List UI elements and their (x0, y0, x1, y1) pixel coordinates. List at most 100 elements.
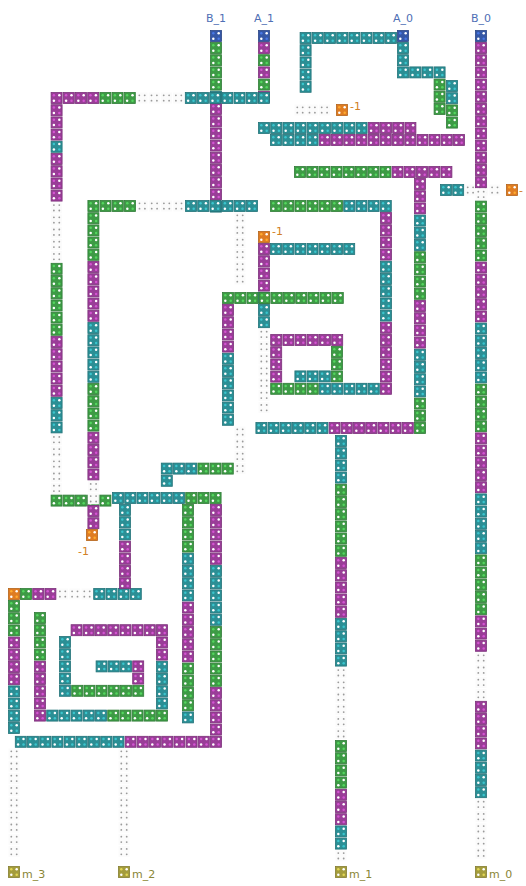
qca-cell (88, 506, 99, 517)
cell-dot (224, 355, 227, 358)
cell-dot (260, 409, 262, 411)
cell-dot (163, 477, 166, 480)
cell-dot (58, 148, 61, 151)
cell-square (51, 227, 62, 238)
cell-square (415, 276, 426, 287)
cell-dot (382, 373, 385, 376)
cell-square (283, 244, 294, 255)
cell-dot (382, 385, 385, 388)
cell-dot (58, 160, 61, 163)
cell-dot (90, 488, 92, 490)
cell-square (307, 123, 318, 134)
cell-square (381, 347, 392, 358)
cell-dot (362, 173, 365, 176)
cell-dot (363, 34, 366, 37)
cell-dot (168, 477, 171, 480)
cell-dot (326, 336, 329, 339)
cell-square (235, 451, 246, 462)
qca-cell (398, 43, 409, 54)
cell-dot (126, 494, 129, 497)
qca-cell (211, 152, 222, 163)
cell-dot (89, 287, 92, 290)
cell-dot (236, 465, 238, 467)
cell-square (381, 213, 392, 224)
cell-square (259, 293, 270, 304)
cell-dot (53, 204, 55, 206)
cell-dot (387, 293, 390, 296)
cell-dot (411, 173, 414, 176)
cell-dot (199, 207, 202, 210)
cell-dot (326, 385, 329, 388)
qca-cell (125, 493, 136, 504)
cell-dot (58, 411, 61, 414)
cell-dot (348, 429, 351, 432)
qca-cell (235, 427, 246, 438)
cell-dot (387, 263, 390, 266)
cell-dot (260, 49, 263, 52)
cell-dot (265, 324, 268, 327)
cell-square (174, 463, 185, 474)
qca-cell (295, 105, 306, 116)
cell-dot (236, 251, 238, 253)
cell-dot (343, 424, 346, 427)
cell-dot (266, 380, 268, 382)
qca-cell (295, 244, 306, 255)
cell-dot (89, 451, 92, 454)
cell-dot (205, 465, 208, 468)
cell-dot (385, 429, 388, 432)
cell-dot (382, 251, 385, 254)
cell-dot (58, 258, 60, 260)
cell-dot (260, 336, 262, 338)
qca-cell (211, 201, 222, 212)
cell-square (381, 310, 392, 321)
cell-dot (382, 214, 385, 217)
cell-square (295, 135, 306, 146)
cell-dot (416, 229, 419, 232)
cell-dot (260, 397, 262, 399)
cell-dot (442, 173, 445, 176)
cell-dot (151, 208, 153, 210)
qca-cell (381, 335, 392, 346)
cell-square (211, 152, 222, 163)
qca-cell (415, 227, 426, 238)
cell-dot (95, 458, 98, 461)
cell-dot (138, 94, 140, 96)
cell-dot (416, 424, 419, 427)
cell-dot (416, 344, 419, 347)
cell-dot (53, 136, 56, 139)
cell-dot (297, 385, 300, 388)
qca-cell (113, 493, 124, 504)
cell-square (76, 495, 87, 506)
cell-dot (387, 256, 390, 259)
cell-square (51, 398, 62, 409)
cell-dot (358, 124, 361, 127)
qca-cell (51, 105, 62, 116)
cell-dot (382, 136, 385, 139)
cell-square (319, 201, 330, 212)
cell-dot (236, 227, 238, 229)
cell-square (295, 105, 306, 116)
cell-dot (260, 331, 262, 333)
cell-square (173, 201, 184, 212)
cell-square (415, 423, 426, 434)
qca-cell (368, 201, 379, 212)
qca-cell (295, 135, 306, 146)
cell-dot (265, 99, 268, 102)
cell-square (332, 347, 343, 358)
cell-dot (321, 129, 324, 132)
qca-cell (235, 225, 246, 236)
cell-square (317, 423, 328, 434)
cell-square (417, 135, 428, 146)
cell-dot (392, 424, 395, 427)
cell-dot (327, 299, 330, 302)
qca-cell (51, 227, 62, 238)
qca-cell (307, 335, 318, 346)
cell-dot (77, 497, 80, 500)
cell-dot (382, 207, 385, 210)
cell-dot (95, 434, 98, 437)
cell-dot (114, 202, 117, 205)
qca-cell (268, 423, 279, 434)
qca-cell (211, 128, 222, 139)
cell-dot (385, 424, 388, 427)
cell-dot (260, 343, 262, 345)
